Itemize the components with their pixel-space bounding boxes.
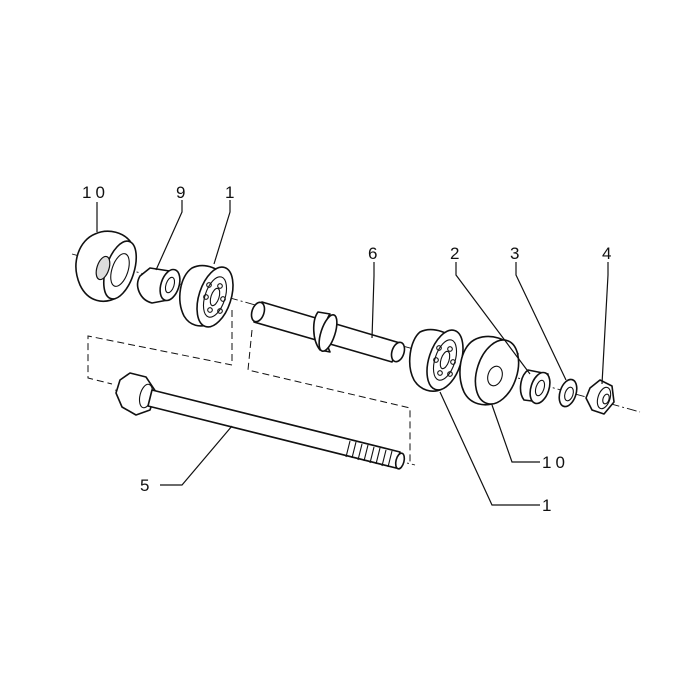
leader-lines	[96, 200, 609, 506]
bolt[interactable]	[115, 372, 406, 470]
label-bearing-right: 1	[542, 496, 555, 515]
bushing-right[interactable]	[519, 369, 554, 406]
bearing-right[interactable]	[408, 326, 470, 395]
label-spacer-left: 10	[82, 183, 109, 202]
spacer-right[interactable]	[459, 334, 526, 409]
label-bushing-left: 9	[176, 183, 189, 202]
label-bushing-right: 2	[450, 244, 463, 263]
label-bolt: 5	[140, 476, 153, 495]
alignment-frame-lower	[247, 329, 411, 462]
label-washer: 3	[510, 244, 523, 263]
bearing-left[interactable]	[179, 263, 240, 332]
spacer-cup-left[interactable]	[75, 230, 143, 303]
part-labels: 10 9 1 6 2 3 4 10 1 5	[82, 183, 615, 515]
label-spacer-right: 10	[542, 453, 569, 472]
label-shaft-sleeve: 6	[368, 244, 381, 263]
bushing-left[interactable]	[136, 267, 184, 304]
label-bearing-left: 1	[225, 183, 238, 202]
nut-right[interactable]	[585, 379, 615, 415]
bolt-threads	[345, 440, 393, 468]
shaft-sleeve[interactable]	[249, 301, 407, 364]
washer[interactable]	[556, 377, 580, 409]
label-nut-right: 4	[602, 244, 615, 263]
alignment-frame-upper	[87, 310, 233, 385]
